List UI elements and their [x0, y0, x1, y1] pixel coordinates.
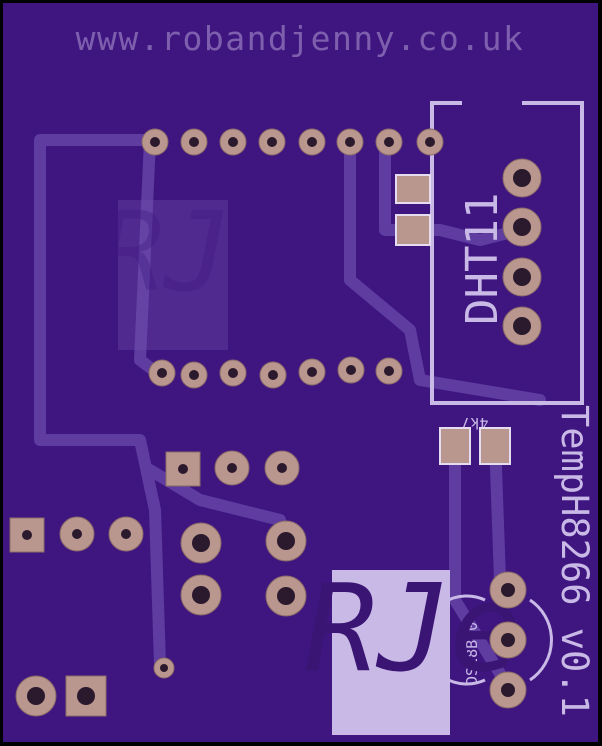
esp-top-pin-3-hole [228, 137, 238, 147]
resistor-pad-1 [439, 427, 471, 465]
esp-top-pin-2-hole [189, 137, 199, 147]
logo-box [332, 570, 450, 735]
trace-dht-data [379, 144, 526, 246]
button-pin-4-hole [277, 587, 295, 605]
via-1-hole [160, 664, 168, 672]
esp-top-pin-6-hole [345, 137, 355, 147]
esp-top-pin-4-hole [267, 137, 277, 147]
header-mid-pin-1-hole [178, 464, 188, 474]
ds18b20-pin-1-hole [501, 583, 515, 597]
ds18b20-outline-right [529, 598, 553, 682]
esp-top-pin-7-hole [384, 137, 394, 147]
dht11-label: DHT11 [457, 193, 508, 325]
website-silkscreen: www.robandjenny.co.uk [76, 19, 525, 58]
esp-bottom-pin-1-hole [157, 368, 167, 378]
logo-text: RJe [305, 560, 522, 699]
resistor-pad-2 [479, 427, 511, 465]
dht11-pin-2-hole [513, 218, 531, 236]
logo-watermark-text: RJe [98, 188, 297, 316]
logo-silkscreen: RJe [305, 560, 522, 735]
power-pin-2-hole [77, 687, 95, 705]
button-pin-3-hole [192, 586, 210, 604]
logo-watermark: RJe [98, 188, 297, 350]
smd-pad-top-1 [395, 174, 431, 204]
button-pin-2-hole [277, 532, 295, 550]
board-name-silkscreen: TempH8266 v0.1 [553, 405, 596, 717]
button-pin-1-hole [192, 534, 210, 552]
esp-bottom-pin-7-hole [384, 366, 394, 376]
trace-res-down [449, 434, 516, 696]
dht11-pin-1-hole [513, 169, 531, 187]
trace-top-right [344, 144, 546, 406]
ds18b20-label: DS18B20 [463, 622, 481, 685]
header-mid-pin-2-hole [227, 463, 237, 473]
esp-top-pin-1-hole [150, 137, 160, 147]
power-pin-1-hole [27, 687, 45, 705]
smd-pad-top-2 [395, 214, 431, 246]
header-left-pin-1-hole [22, 530, 32, 540]
dht11-pin-4-hole [513, 317, 531, 335]
header-left-pin-2-hole [72, 529, 82, 539]
dht11-pin-3-hole [513, 268, 531, 286]
header-left-pin-3-hole [121, 529, 131, 539]
esp-bottom-pin-6-hole [346, 365, 356, 375]
esp-bottom-pin-4-hole [268, 370, 278, 380]
header-mid-pin-3-hole [277, 463, 287, 473]
esp-top-pin-5-hole [307, 137, 317, 147]
esp-bottom-pin-2-hole [189, 370, 199, 380]
pads-layer [9, 128, 542, 717]
esp-top-pin-8-hole [425, 137, 435, 147]
esp-bottom-pin-5-hole [307, 367, 317, 377]
ds18b20-pin-2-hole [501, 633, 515, 647]
esp-bottom-pin-3-hole [228, 368, 238, 378]
ds18b20-pin-3-hole [501, 683, 515, 697]
dht11-outline [430, 101, 584, 405]
logo-watermark-box [118, 200, 228, 350]
